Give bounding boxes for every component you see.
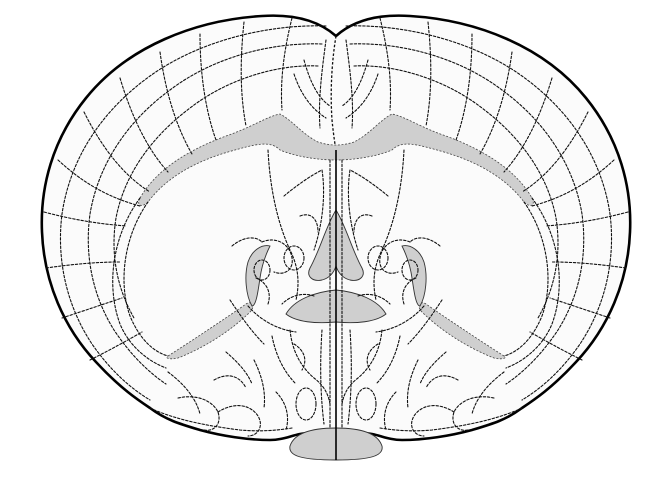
diagram-stage	[0, 0, 672, 480]
brain-section-svg	[0, 0, 672, 480]
